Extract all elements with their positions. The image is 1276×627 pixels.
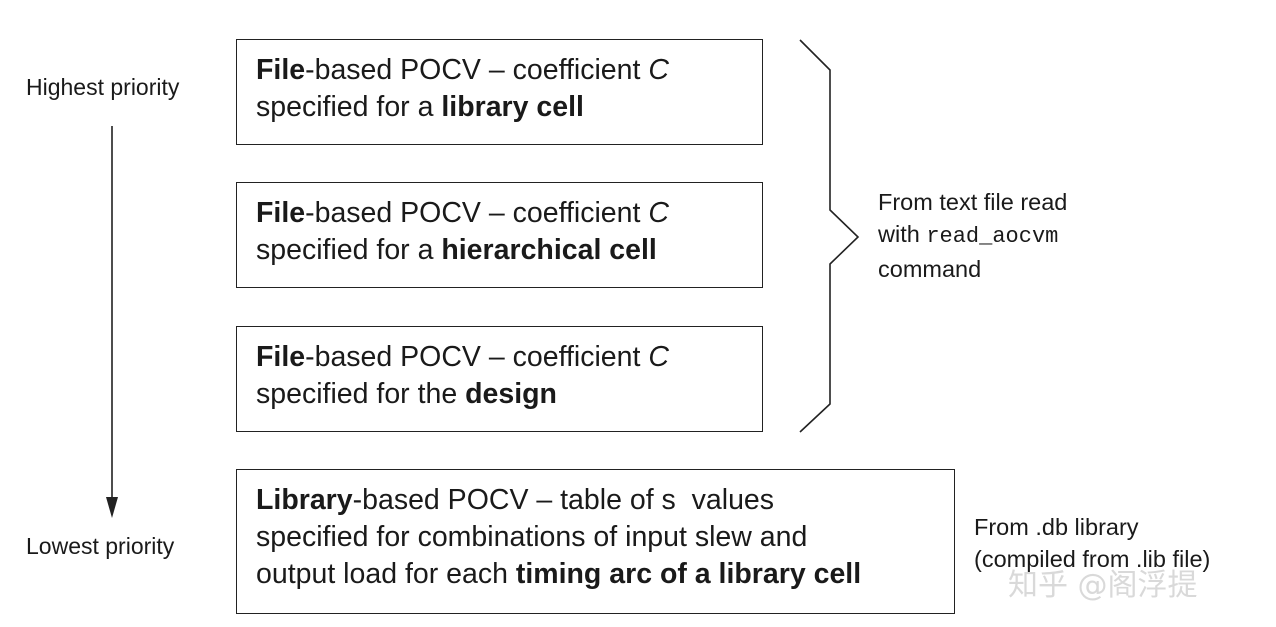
box-bold-text: design [465, 378, 557, 410]
coefficient-symbol: C [648, 54, 669, 86]
box-bold-text: library cell [441, 91, 584, 123]
lowest-priority-label: Lowest priority [26, 533, 175, 559]
priority-arrow-head [106, 497, 118, 518]
library-based-pocv-box: Library-based POCV – table of s values s… [236, 469, 955, 614]
box-text: specified for a [256, 234, 442, 266]
hierarchical-cell-coefficient-box: File-based POCV – coefficient C specifie… [236, 182, 763, 288]
box-text: output load for each [256, 558, 516, 590]
box-text: -based POCV – table of s values [352, 484, 775, 516]
grouping-brace [799, 39, 860, 433]
note-text: with [878, 221, 927, 247]
box-bold-text: File [256, 54, 306, 86]
box-text: -based POCV – coefficient [305, 197, 649, 229]
command-name: read_aocvm [926, 224, 1059, 249]
box-line-2: specified for a library cell [256, 89, 762, 126]
box-line-2: specified for a hierarchical cell [256, 232, 762, 269]
box-line-1: File-based POCV – coefficient C [256, 52, 762, 89]
box-text: -based POCV – coefficient [305, 54, 649, 86]
box-bold-text: File [256, 197, 306, 229]
box-text: specified for the [256, 378, 466, 410]
db-library-source-note: From .db library (compiled from .lib fil… [974, 511, 1210, 575]
box-text: -based POCV – coefficient [305, 341, 649, 373]
coefficient-symbol: C [648, 341, 669, 373]
box-text: specified for combinations of input slew… [256, 521, 808, 553]
library-cell-coefficient-box: File-based POCV – coefficient C specifie… [236, 39, 763, 145]
box-text: specified for a [256, 91, 442, 123]
box-line-2: specified for the design [256, 376, 762, 413]
note-line: From text file read [878, 189, 1068, 215]
box-line-1: File-based POCV – coefficient C [256, 339, 762, 376]
box-bold-text: hierarchical cell [441, 234, 657, 266]
box-bold-text: timing arc of a library cell [515, 558, 862, 590]
note-line: command [878, 256, 982, 282]
note-line: (compiled from .lib file) [974, 546, 1211, 572]
coefficient-symbol: C [648, 197, 669, 229]
box-line-2: specified for combinations of input slew… [256, 519, 954, 556]
text-file-source-note: From text file read with read_aocvm comm… [878, 186, 1067, 285]
design-coefficient-box: File-based POCV – coefficient C specifie… [236, 326, 763, 432]
box-bold-text: Library [256, 484, 353, 516]
highest-priority-label: Highest priority [26, 74, 180, 100]
box-line-1: Library-based POCV – table of s values [256, 482, 954, 519]
box-bold-text: File [256, 341, 306, 373]
note-line: with read_aocvm [878, 218, 1067, 253]
box-line-3: output load for each timing arc of a lib… [256, 556, 954, 593]
note-line: From .db library [974, 514, 1139, 540]
box-line-1: File-based POCV – coefficient C [256, 195, 762, 232]
